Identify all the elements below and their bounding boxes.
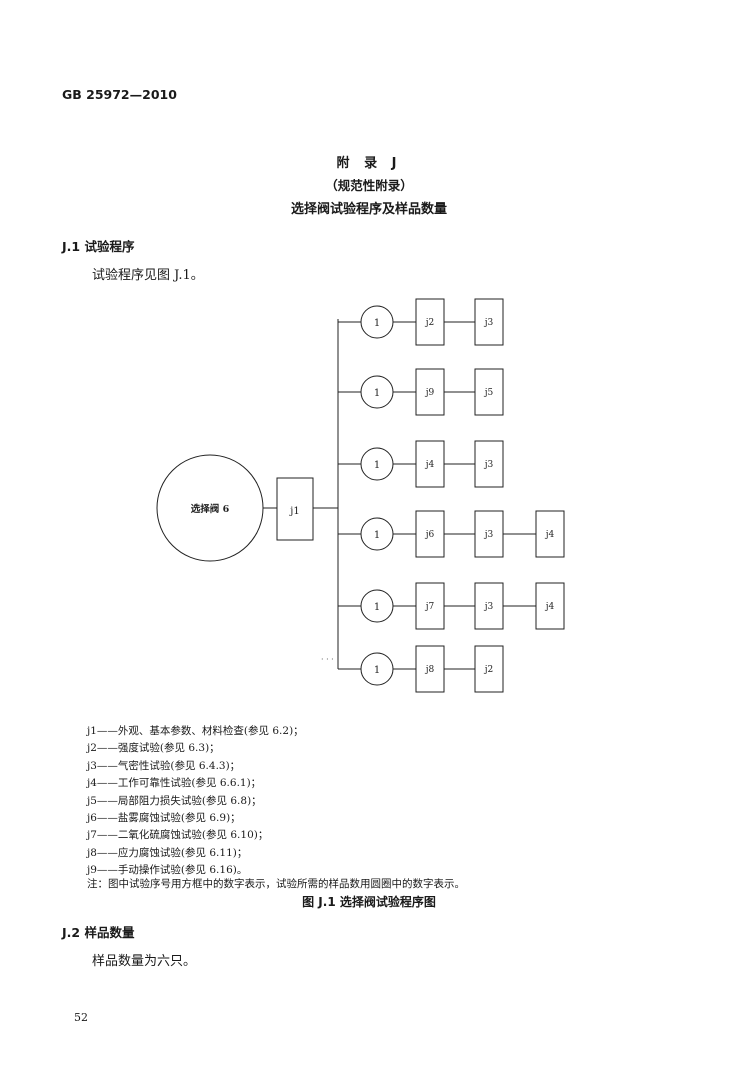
test-box-label: j4 [545, 530, 555, 540]
test-box-label: j8 [425, 665, 435, 675]
test-box-label: j4 [425, 460, 435, 470]
page-number: 52 [74, 1011, 88, 1024]
legend-item: j4——工作可靠性试验(参见 6.6.1)； [87, 777, 262, 790]
test-box [474, 298, 504, 346]
test-box-label: j5 [484, 388, 494, 398]
test-box [535, 582, 565, 630]
test-box-label: j9 [425, 388, 435, 398]
test-box [415, 582, 445, 630]
annex-type: （规范性附录） [325, 178, 413, 193]
test-box [474, 645, 504, 693]
section-heading-j1: J.1 试验程序 [62, 239, 135, 254]
legend-item: j1——外观、基本参数、材料检查(参见 6.2)； [87, 725, 304, 737]
legend-item: j3——气密性试验(参见 6.4.3)； [87, 759, 241, 772]
sample-count: 1 [374, 318, 380, 329]
standard-code: GB 25972—2010 [62, 87, 177, 102]
test-box-label: j7 [425, 602, 435, 612]
figure-note: 注：图中试验序号用方框中的数字表示，试验所需的样品数用圆圈中的数字表示。 [87, 878, 465, 890]
legend-list: j1——外观、基本参数、材料检查(参见 6.2)； j2——强度试验(参见 6.… [87, 723, 304, 880]
box-j1 [276, 477, 314, 541]
legend-item: j5——局部阻力损失试验(参见 6.8)； [87, 794, 262, 807]
test-box-label: j3 [484, 318, 494, 328]
test-box-label: j2 [484, 665, 494, 675]
section-text-j1: 试验程序见图 J.1。 [92, 268, 204, 283]
source-label: 选择阀 6 [191, 503, 230, 515]
legend-item: j7——二氧化硫腐蚀试验(参见 6.10)； [87, 829, 269, 842]
test-box-label: j3 [484, 602, 494, 612]
test-box [474, 368, 504, 416]
test-box-label: j3 [484, 530, 494, 540]
test-box [535, 510, 565, 558]
section-heading-j2: J.2 样品数量 [62, 925, 135, 940]
sample-count: 1 [374, 460, 380, 471]
annex-title: 附 录 J [336, 156, 402, 171]
sample-count: 1 [374, 602, 380, 613]
legend-item: j8——应力腐蚀试验(参见 6.11)； [87, 846, 248, 859]
test-box [474, 510, 504, 558]
test-procedure-diagram: 选择阀 6 j1 · · · 1 j2 j3 1 j9 j5 1 j4 j3 1 j6 j3 j4 1 j7… [156, 298, 565, 693]
test-box-label: j6 [425, 530, 435, 540]
section-text-j2: 样品数量为六只。 [92, 954, 197, 969]
sample-count: 1 [374, 388, 380, 399]
test-box-label: j3 [484, 460, 494, 470]
figure-caption: 图 J.1 选择阀试验程序图 [302, 895, 436, 909]
test-box-label: j4 [545, 602, 555, 612]
test-box [415, 510, 445, 558]
sample-count: 1 [374, 530, 380, 541]
legend-item: j2——强度试验(参见 6.3)； [87, 742, 220, 755]
scan-dots: · · · [321, 655, 334, 664]
test-box-label: j2 [425, 318, 435, 328]
sample-count: 1 [374, 665, 380, 676]
box-j1-label: j1 [289, 506, 299, 517]
test-box [415, 368, 445, 416]
legend-item: j6——盐雾腐蚀试验(参见 6.9)； [87, 812, 241, 825]
test-box [474, 440, 504, 488]
annex-name: 选择阀试验程序及样品数量 [290, 202, 447, 217]
legend-item: j9——手动操作试验(参见 6.16)。 [87, 864, 248, 877]
test-box [415, 645, 445, 693]
